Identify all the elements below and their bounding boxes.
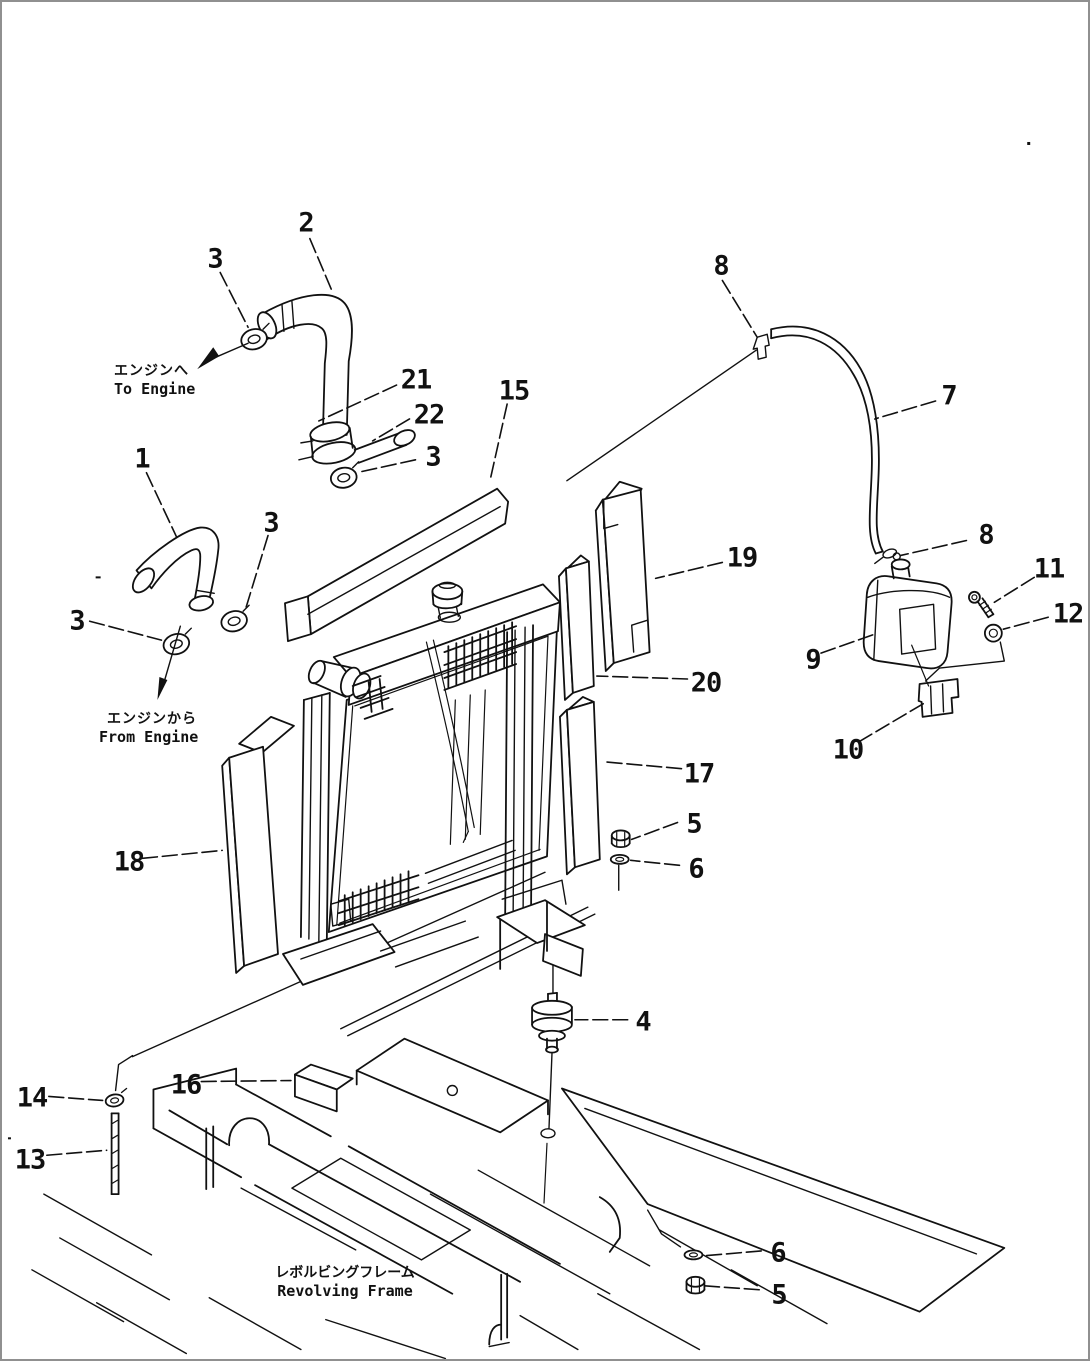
part-callout-13: 13 <box>14 1144 47 1176</box>
part-callout-17: 17 <box>683 758 716 790</box>
leader-line-18 <box>141 849 223 860</box>
part-callout-8: 8 <box>713 250 729 282</box>
leader-line-5 <box>702 1284 761 1291</box>
tube-clamp <box>874 548 898 565</box>
hose-clamp <box>162 627 193 656</box>
leader-line-15 <box>489 403 508 481</box>
seal-strip-19 <box>594 480 651 672</box>
annotation-to-engine-jp: エンジンへ <box>114 363 189 379</box>
leader-line-6 <box>702 1250 763 1257</box>
part-callout-3: 3 <box>425 441 441 473</box>
leader-line-5 <box>630 821 679 841</box>
leader-line-1 <box>145 471 178 538</box>
part-callout-3: 3 <box>69 605 85 637</box>
leader-line-21 <box>318 384 398 422</box>
upper-hose <box>256 293 353 438</box>
drain-rod <box>110 1112 120 1196</box>
annotation-to-engine: エンジンへ To Engine <box>114 362 195 398</box>
part-callout-21: 21 <box>400 364 433 396</box>
mount-cushion <box>531 904 573 1130</box>
part-callout-15: 15 <box>498 375 531 407</box>
leader-line-2 <box>309 237 333 292</box>
part-callout-11: 11 <box>1033 553 1066 585</box>
annotation-revolving-frame: レボルビングフレーム Revolving Frame <box>255 1264 435 1300</box>
leader-line-3 <box>359 459 417 473</box>
part-callout-22: 22 <box>413 399 446 431</box>
overflow-tube <box>770 325 884 555</box>
annotation-from-engine-jp: エンジンから <box>107 711 197 727</box>
leader-line-22 <box>371 418 411 442</box>
part-callout-18: 18 <box>113 846 146 878</box>
annotation-revolving-frame-en: Revolving Frame <box>277 1282 413 1300</box>
support-bar <box>294 1063 354 1113</box>
annotation-revolving-frame-jp: レボルビングフレーム <box>275 1265 415 1281</box>
core-grid-top <box>443 621 518 691</box>
part-callout-20: 20 <box>690 667 723 699</box>
part-callout-3: 3 <box>207 243 223 275</box>
part-callout-19: 19 <box>726 542 759 574</box>
print-specks <box>7 141 1031 1140</box>
hose-clamp <box>220 604 250 633</box>
part-callout-2: 2 <box>298 207 314 239</box>
hose-clamp <box>240 322 270 351</box>
leader-line-19 <box>654 561 724 580</box>
part-callout-6: 6 <box>770 1237 786 1269</box>
nut-washer-lower <box>683 1249 706 1295</box>
part-callout-3: 3 <box>263 507 279 539</box>
leader-line-6 <box>629 859 681 867</box>
tank-bracket <box>911 644 960 718</box>
leader-line-14 <box>48 1095 104 1102</box>
leader-line-20 <box>596 675 689 680</box>
leader-line-3 <box>245 534 269 609</box>
part-callout-14: 14 <box>16 1082 49 1114</box>
revolving-frame <box>31 1037 1006 1359</box>
from-engine-arrow <box>157 625 182 700</box>
tank-bolt <box>968 590 995 619</box>
hose-clamp <box>329 461 360 489</box>
leader-line-10 <box>858 702 926 743</box>
leader-line-3 <box>88 620 163 641</box>
part-callout-7: 7 <box>941 380 957 412</box>
leader-line-12 <box>1002 616 1049 630</box>
part-callout-10: 10 <box>832 734 865 766</box>
part-callout-12: 12 <box>1052 598 1085 630</box>
radiator <box>282 581 586 986</box>
seal-strip-20 <box>558 554 595 701</box>
part-callout-5: 5 <box>771 1279 787 1311</box>
leader-line-9 <box>820 633 876 654</box>
leader-line-17 <box>601 760 683 770</box>
leader-line-3 <box>219 271 249 329</box>
part-callout-1: 1 <box>134 443 150 475</box>
leader-line-7 <box>873 400 937 420</box>
part-callout-8: 8 <box>978 519 994 551</box>
annotation-to-engine-en: To Engine <box>114 380 196 398</box>
part-callout-16: 16 <box>170 1069 203 1101</box>
annotation-from-engine-en: From Engine <box>99 728 199 746</box>
leader-line-13 <box>46 1149 108 1157</box>
part-callout-9: 9 <box>805 644 821 676</box>
reserve-tank <box>862 552 953 670</box>
to-engine-arrow <box>197 342 249 370</box>
leader-line-8 <box>899 539 968 557</box>
water-connector-fitting <box>298 421 416 465</box>
leader-line-8 <box>721 279 759 339</box>
rod-clamp <box>104 1054 134 1108</box>
lower-hose <box>131 526 220 612</box>
annotation-from-engine: エンジンから From Engine <box>99 710 198 746</box>
tube-clamp <box>752 333 770 360</box>
part-callout-6: 6 <box>688 853 704 885</box>
nut-washer-upper <box>609 829 631 891</box>
top-seal-bar <box>284 487 510 643</box>
tank-grommet <box>924 623 1006 682</box>
seal-strip-18 <box>221 715 295 974</box>
callout-leader-lines <box>46 237 1049 1291</box>
part-callout-5: 5 <box>686 808 702 840</box>
seal-strip-17 <box>559 696 601 876</box>
part-callout-4: 4 <box>635 1006 651 1038</box>
leader-line-11 <box>993 576 1035 604</box>
leader-line-16 <box>200 1079 292 1083</box>
